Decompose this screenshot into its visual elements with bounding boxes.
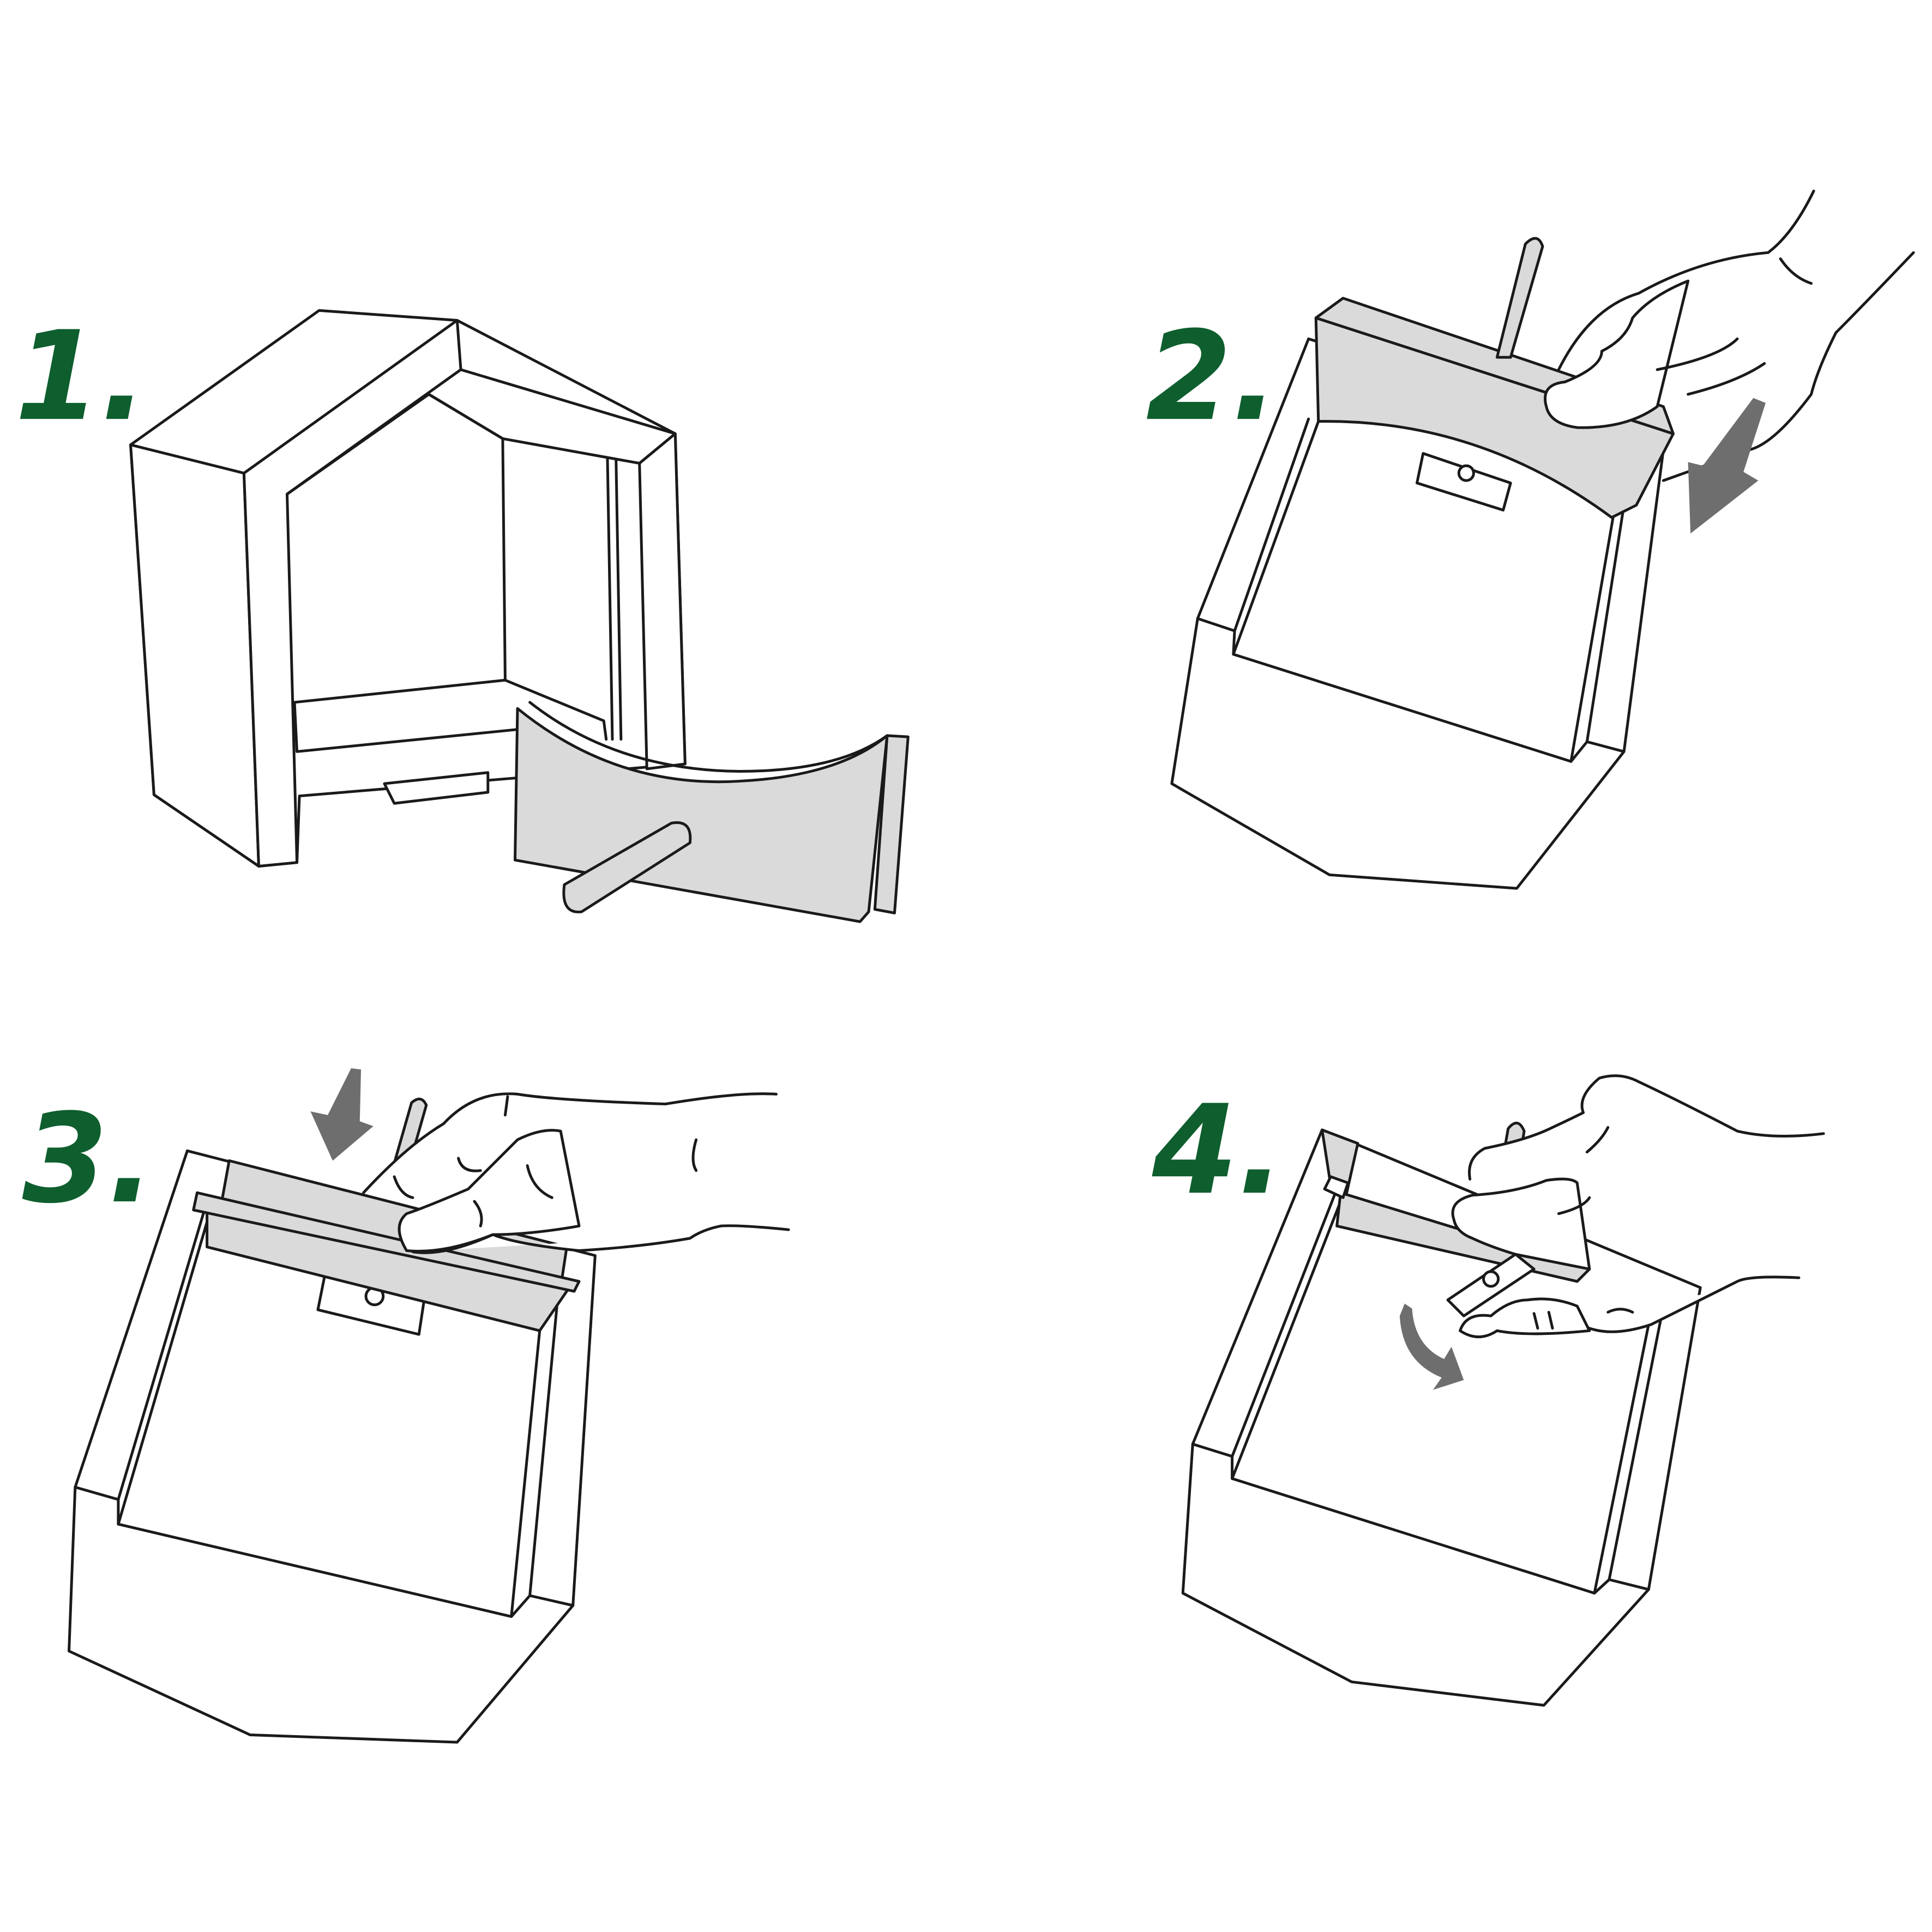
front-panel-with-perch [514, 701, 910, 923]
step-3-number: 3. [22, 1087, 155, 1231]
down-arrow-icon [1688, 398, 1766, 534]
step-3: 3. [22, 1068, 790, 1744]
step-4-number: 4. [1152, 1079, 1285, 1222]
birdhouse-back [1170, 337, 1665, 890]
hand [1451, 1074, 1825, 1338]
rotate-arrow-icon [1399, 1303, 1464, 1390]
step-2: 2. [1146, 189, 1915, 890]
birdhouse-open [129, 309, 687, 868]
step-1: 1. [15, 305, 910, 923]
hand [362, 1092, 790, 1254]
down-arrow-icon [310, 1068, 374, 1161]
step-4: 4. [1152, 1074, 1825, 1707]
step-2-number: 2. [1146, 305, 1278, 448]
step-1-number: 1. [15, 305, 147, 448]
